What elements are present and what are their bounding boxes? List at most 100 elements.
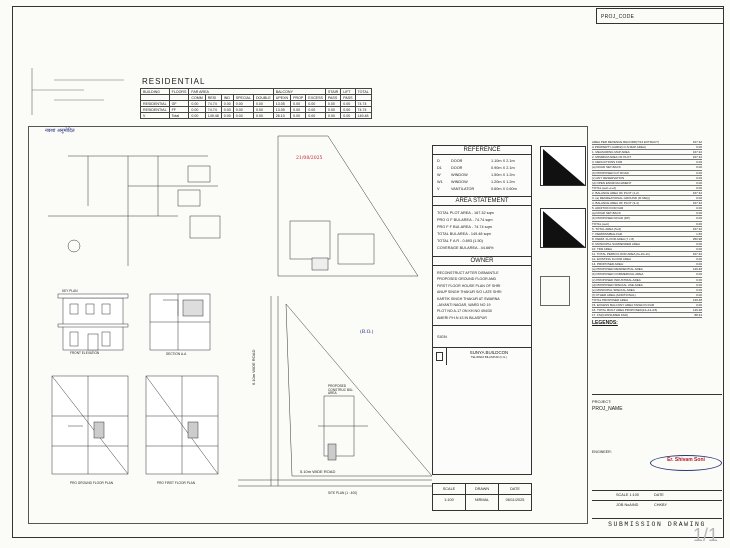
owner-title: OWNER (433, 256, 531, 266)
owner-details: RECONSTRUCT AFTER DISMANTLE PROPOSED GRO… (433, 266, 531, 325)
section-label: SECTION A-A (166, 352, 187, 356)
drawn-val: NIRMAL (474, 498, 490, 502)
line-label: (b) PROPOSED ROAD (DP) (592, 216, 631, 221)
line-value: 0.00 (696, 262, 702, 267)
cell: 149.48 (204, 112, 222, 119)
residential-title: RESIDENTIAL (142, 77, 206, 86)
line-value: 0.00 (696, 206, 702, 211)
line-value: 0.00 (696, 165, 702, 170)
line-label: (b) PROPOSED COMMERCIAL AREA (592, 272, 644, 277)
section-graphic (149, 293, 211, 351)
ref-type: VANTILATOR (451, 187, 475, 191)
firm-text: SUNYA BUILDCON TELIPARA BILASPUR (C.G.) (447, 348, 531, 365)
gf-plan-label: PRO GROUND FLOOR PLAN (70, 481, 114, 485)
line-label: 14. PROPOSED AREA: (592, 262, 624, 267)
line-value: 167.32 (692, 226, 702, 231)
key-plan-graphic (48, 155, 221, 266)
road-label-bottom: 5.10m WIDE ROAD (300, 469, 336, 474)
line-value: 0.00 (696, 196, 702, 201)
line-label: TOTAL PROPOSED AREA (592, 297, 628, 302)
line-label: (d) OPEN ENCROACHMENT (592, 180, 632, 185)
red-handwritten-note: 21/08/2025 (296, 156, 323, 161)
line-value: 0.00 (696, 170, 702, 175)
list-item: 2. BALANCE AREA OF PLOT (1-2)167.32 (592, 190, 702, 197)
project-name: PROJ_NAME (592, 406, 623, 412)
proj-code: PROJ_CODE (601, 14, 635, 20)
line-label: (a) ROAD SET-BACK (592, 211, 621, 216)
list-item: (b) PROPOSED COMMERCIAL AREA 0.00 (592, 272, 702, 278)
line-label: 11. TOTAL PERM FLOOR AREA (9+10+11) (592, 252, 650, 257)
ref-code: D1 (437, 166, 442, 170)
line-value: 149.48 (692, 297, 702, 302)
project-label: PROJECT: (592, 399, 612, 404)
key-plan-label: KEY PLAN (62, 289, 78, 293)
line-value: 149.48 (692, 267, 702, 272)
line-value: 167.32 (692, 201, 702, 206)
line-label: 16. TOTAL BUILT AREA PROPOSED(12+14+15) (592, 308, 658, 313)
line-label: (a) ROAD SET-BACK (592, 165, 621, 170)
ref-type: DOOR (451, 159, 463, 163)
list-item: TOTAL (a+b+c+d)0.00 (592, 186, 702, 191)
list-item: TOTAL PROPOSED AREA 149.48 (592, 298, 702, 303)
line-label: TOTAL (a+b) (592, 221, 610, 226)
list-item: 4. BALANCE AREA OF PLOT (3-4)167.32 (592, 201, 702, 207)
line-value: 0.00 (696, 272, 702, 277)
list-item: PRO F F BUI-AREA - 74.74 sqm (437, 225, 492, 229)
line-label: 2. MINIMUM AREA OF PLOT (592, 155, 632, 160)
project-box: PROJECT: PROJ_NAME (592, 394, 722, 412)
line-label: 3. DEDUCTIONS FOR (592, 160, 623, 165)
list-item: PLOT NO A-17 ON KH.NO 494/30 (437, 309, 492, 314)
area-calculation-list: AREA PER REVENUE RECORD(T/12 EXTRACT)167… (592, 140, 702, 319)
date-label: DATE (654, 493, 664, 497)
drawn-cell: DRAWN NIRMAL (466, 484, 499, 510)
line-value: 0.00 (696, 221, 702, 226)
list-item: 8. PERM. FLOOR AREA (7 x 8)250.98 (592, 237, 702, 242)
list-item: ANUP SINGH THAKUR S/O LATE SHRI (437, 290, 502, 295)
list-item: 16. TOTAL BUILT AREA PROPOSED(12+14+15)1… (592, 308, 702, 314)
line-value: 0.00 (696, 216, 702, 221)
list-item: -JAYANTI NAGAR, WARD NO 19 (437, 303, 491, 308)
engineer-label: ENGINEER: (592, 450, 612, 454)
line-label: (f) OTHER AREA (ADDITIONAL) (592, 292, 636, 297)
firm-box: SUNYA BUILDCON TELIPARA BILASPUR (C.G.) (433, 347, 531, 366)
line-value: 167.32 (692, 150, 702, 155)
area-calculation-panel: AREA PER REVENUE RECORD(T/12 EXTRACT)167… (592, 140, 702, 326)
list-item: 6. TOTAL AREA (5+6)167.32 (592, 227, 702, 232)
line-value: 0.00 (696, 257, 702, 262)
line-value: 0.00 (696, 277, 702, 282)
line-value: 0.00 (696, 160, 702, 165)
cell: 0.00 (252, 112, 274, 119)
ref-size: 1.50m X 1.2m (491, 173, 515, 177)
cell: 0.00 (232, 112, 254, 119)
ref-code: D (437, 159, 440, 163)
line-value: 0.00 (696, 211, 702, 216)
line-value: 167.32 (692, 155, 702, 160)
line-label: 8. PERM. FLOOR AREA (7 x 8) (592, 236, 635, 241)
ref-type: WINDOW (451, 180, 468, 184)
page-number: 1/1 (692, 525, 718, 545)
firm-sub: TELIPARA BILASPUR (C.G.) (470, 355, 508, 360)
line-value: 0.00 (696, 287, 702, 292)
line-label: 10. TDR AREA (592, 246, 612, 251)
hatch-block-2 (540, 208, 586, 248)
list-item: (a) ROAD SET-BACK 0.00 (592, 211, 702, 217)
scale-val: 1:100 (444, 498, 454, 502)
list-item: AREA PER REVENUE RECORD(T/12 EXTRACT)167… (592, 140, 702, 146)
blue-handwritten-note: (B.O.) (360, 330, 374, 335)
drawn-head: DRAWN (466, 484, 498, 495)
line-value: 1.50 (696, 231, 702, 236)
cell: 0.00 (340, 112, 356, 119)
line-label: 2. BALANCE AREA OF PLOT (1-2) (592, 190, 639, 195)
